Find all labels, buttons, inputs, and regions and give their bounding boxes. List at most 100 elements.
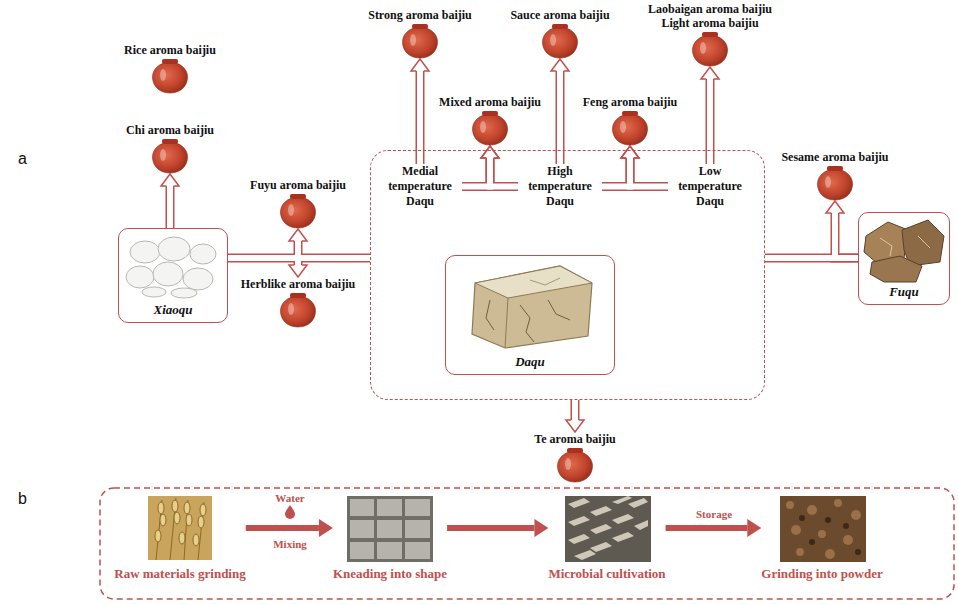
arrow-head bbox=[411, 59, 429, 71]
wheat-picture bbox=[148, 496, 212, 560]
arrow-head-outline bbox=[701, 67, 719, 79]
hollow-arrow-core bbox=[602, 158, 630, 187]
hollow-arrow bbox=[490, 158, 518, 187]
process-arrow bbox=[666, 525, 748, 531]
process-step: Raw materials grinding bbox=[114, 496, 245, 582]
panel-b-frame bbox=[100, 488, 954, 599]
hollow-arrow bbox=[630, 158, 668, 187]
arrow-head bbox=[621, 146, 639, 158]
arrow-head-outline bbox=[411, 59, 429, 71]
jar-label: Fuyu aroma baijiu bbox=[250, 178, 346, 192]
baijiu-jar: Rice aroma baijiu bbox=[124, 43, 216, 94]
jar-label: Laobaigan aroma baijiu bbox=[648, 2, 772, 16]
hollow-arrow-core bbox=[462, 158, 490, 187]
qu-name: Daqu bbox=[515, 354, 545, 370]
arrow-head bbox=[621, 146, 639, 158]
cultivation-picture bbox=[565, 496, 651, 562]
baijiu-jar: Chi aroma baijiu bbox=[126, 123, 214, 174]
jar-icon bbox=[150, 58, 190, 94]
arrow-head bbox=[289, 229, 307, 241]
temperature-text: Medial temperature Daqu bbox=[378, 164, 462, 209]
step-caption: Kneading into shape bbox=[333, 566, 447, 582]
temperature-text: High temperature Daqu bbox=[518, 164, 602, 209]
process-step: Microbial cultivation bbox=[548, 496, 665, 582]
baijiu-jar: Sesame aroma baijiu bbox=[781, 150, 888, 201]
baijiu-jar: Te aroma baijiu bbox=[534, 432, 615, 483]
baijiu-jar: Sauce aroma baijiu bbox=[510, 8, 609, 59]
connector-heads bbox=[161, 59, 844, 537]
hollow-arrow-core bbox=[630, 158, 668, 187]
jar-icon bbox=[540, 23, 580, 59]
jar-icon bbox=[690, 31, 730, 67]
process-step: Grinding into powder bbox=[761, 496, 882, 582]
arrow-head bbox=[481, 146, 499, 158]
daqu-region: Medial temperature Daqu High temperature … bbox=[370, 150, 765, 400]
jar-label: Light aroma baijiu bbox=[661, 16, 758, 30]
step-note: Water bbox=[275, 492, 304, 505]
powder-picture bbox=[780, 496, 866, 562]
step-caption: Microbial cultivation bbox=[548, 566, 665, 582]
process-arrow bbox=[246, 525, 319, 531]
arrow-head-outline bbox=[621, 146, 639, 158]
jar-label: Herblike aroma baijiu bbox=[241, 277, 355, 291]
arrow-head-outline bbox=[289, 265, 307, 277]
qu-box: Daqu bbox=[445, 255, 615, 375]
hollow-arrow-core bbox=[707, 79, 713, 164]
step-note: Mixing bbox=[273, 538, 307, 551]
hollow-arrow-core bbox=[167, 186, 173, 228]
arrow-head-outline bbox=[621, 146, 639, 158]
arrow-head-outline bbox=[161, 174, 179, 186]
qu-box: Xiaoqu bbox=[118, 228, 228, 323]
arrow-head bbox=[289, 265, 307, 277]
connector-outlines bbox=[170, 71, 858, 528]
baijiu-jar: Feng aroma baijiu bbox=[583, 95, 677, 146]
jar-icon bbox=[815, 165, 855, 201]
hollow-arrow bbox=[706, 79, 715, 164]
jar-label: Sauce aroma baijiu bbox=[510, 8, 609, 22]
daqu-picture bbox=[472, 266, 592, 348]
arrow-head-outline bbox=[826, 201, 844, 213]
arrow-head bbox=[826, 201, 844, 213]
jar-label: Chi aroma baijiu bbox=[126, 123, 214, 137]
process-arrow bbox=[447, 525, 534, 531]
water-droplet bbox=[285, 505, 295, 519]
temperature-label: Medial temperature Daqu bbox=[378, 164, 462, 209]
jar-label: Strong aroma baijiu bbox=[368, 8, 472, 22]
arrow-head bbox=[551, 59, 569, 71]
jar-label: Te aroma baijiu bbox=[534, 432, 615, 446]
arrow-head bbox=[566, 420, 584, 432]
panel-letter: b bbox=[18, 490, 27, 508]
connector-cores bbox=[170, 71, 858, 420]
jar-label: Sesame aroma baijiu bbox=[781, 150, 888, 164]
hollow-arrow-core bbox=[295, 241, 301, 265]
baijiu-jar: Fuyu aroma baijiu bbox=[250, 178, 346, 229]
step-caption: Grinding into powder bbox=[761, 566, 882, 582]
hollow-arrow bbox=[165, 186, 174, 228]
arrow-head-outline bbox=[481, 146, 499, 158]
hollow-arrow bbox=[835, 213, 858, 258]
jar-label: Rice aroma baijiu bbox=[124, 43, 216, 57]
fuqu-picture bbox=[864, 220, 944, 282]
arrow-head bbox=[161, 174, 179, 186]
process-step: Kneading into shape bbox=[333, 496, 447, 582]
arrow-head-outline bbox=[566, 420, 584, 432]
baijiu-jar: Herblike aroma baijiu bbox=[241, 277, 355, 328]
hollow-arrow bbox=[570, 400, 579, 420]
kneading-picture bbox=[347, 496, 433, 562]
jar-icon bbox=[150, 138, 190, 174]
jar-icon bbox=[278, 193, 318, 229]
jar-icon bbox=[400, 23, 440, 59]
panel-letter: a bbox=[18, 150, 27, 168]
arrow-head-outline bbox=[289, 229, 307, 241]
baijiu-jar: Mixed aroma baijiu bbox=[439, 95, 541, 146]
xiaoqu-picture bbox=[126, 237, 216, 298]
arrow-head bbox=[747, 519, 761, 537]
temperature-label: Low temperature Daqu bbox=[668, 164, 752, 209]
hollow-arrow-core bbox=[490, 158, 518, 187]
jar-label: Mixed aroma baijiu bbox=[439, 95, 541, 109]
step-caption: Raw materials grinding bbox=[114, 566, 245, 582]
baijiu-jar: Strong aroma baijiu bbox=[368, 8, 472, 59]
